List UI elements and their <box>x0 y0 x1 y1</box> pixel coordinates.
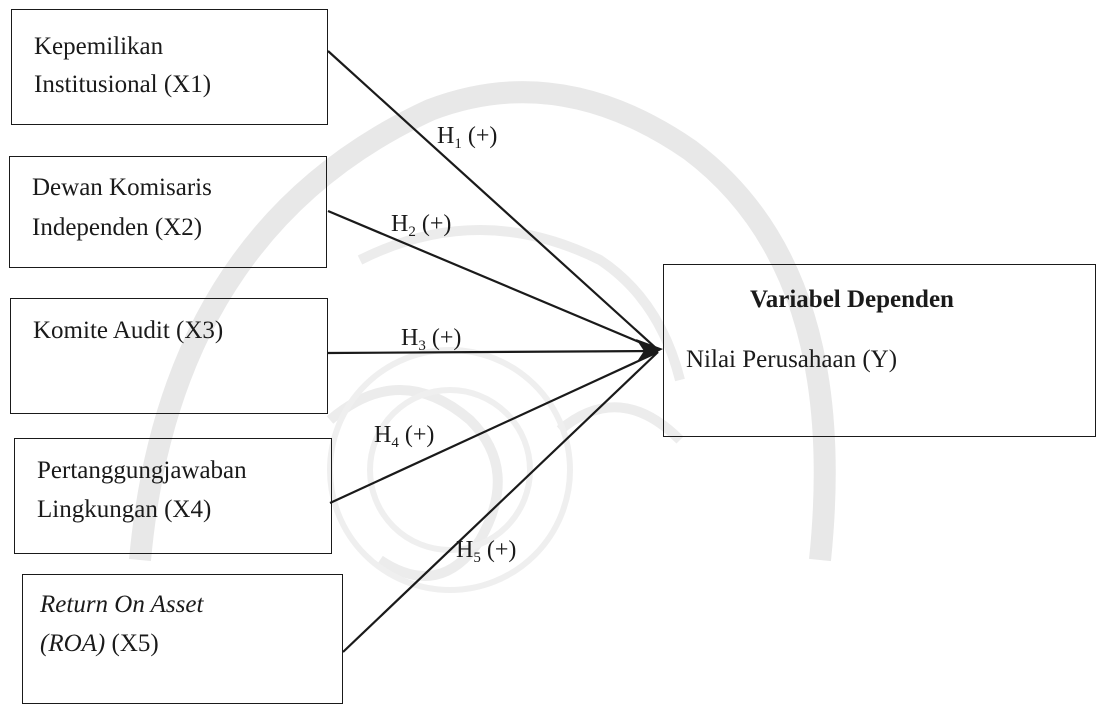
h4-letter: H <box>374 422 392 448</box>
arrow-h2 <box>327 209 659 352</box>
x4-line1: Pertanggungjawaban <box>37 457 247 484</box>
h1-sign: (+) <box>461 123 498 149</box>
h5-sign: (+) <box>480 537 517 563</box>
watermark-seal-icon <box>129 81 836 593</box>
x3-line1: Komite Audit (X3) <box>33 317 224 344</box>
x5-line2-italic: (ROA) <box>40 630 106 657</box>
x5-line2-rest: (X5) <box>105 630 159 657</box>
conceptual-framework-diagram: Kepemilikan Institusional (X1) Dewan Kom… <box>9 9 1096 704</box>
h2-sub: 2 <box>408 224 416 240</box>
hypothesis-label-h5: H5 (+) <box>456 536 516 572</box>
h2-letter: H <box>391 211 409 237</box>
x4-line2: Lingkungan (X4) <box>37 496 212 523</box>
arrow-h4 <box>329 351 659 504</box>
h5-sub: 5 <box>473 550 481 566</box>
x5-line1: Return On Asset <box>40 591 204 618</box>
x2-line2: Independen (X2) <box>32 214 203 241</box>
x1-line1: Kepemilikan <box>34 33 164 60</box>
dependent-label: Nilai Perusahaan (Y) <box>686 346 898 373</box>
h1-sub: 1 <box>454 136 462 152</box>
arrow-h5 <box>342 351 659 653</box>
dependent-title: Variabel Dependen <box>750 286 954 313</box>
h3-sub: 3 <box>418 338 426 354</box>
box-x3-komite-audit: Komite Audit (X3) <box>10 298 328 414</box>
hypothesis-label-h2: H2 (+) <box>391 210 451 246</box>
hypothesis-label-h3: H3 (+) <box>401 324 461 360</box>
h2-sign: (+) <box>415 211 452 237</box>
box-dependent-variable: Variabel Dependen Nilai Perusahaan (Y) <box>663 264 1096 437</box>
hypothesis-label-h4: H4 (+) <box>374 421 434 457</box>
hypothesis-label-h1: H1 (+) <box>437 122 497 158</box>
arrow-layer <box>327 50 663 653</box>
arrowhead-icon <box>636 339 663 363</box>
x1-line2: Institusional (X1) <box>34 71 212 98</box>
x5-line2: (ROA) (X5) <box>40 625 159 663</box>
box-x5-return-on-asset: Return On Asset (ROA) (X5) <box>22 574 343 704</box>
h3-letter: H <box>401 325 419 351</box>
arrow-h3 <box>327 349 659 355</box>
box-x1-kepemilikan-institusional: Kepemilikan Institusional (X1) <box>11 9 328 125</box>
h5-letter: H <box>456 537 474 563</box>
h4-sub: 4 <box>391 435 399 451</box>
box-x2-dewan-komisaris-independen: Dewan Komisaris Independen (X2) <box>9 156 327 268</box>
arrow-h1 <box>327 50 659 351</box>
x2-line1: Dewan Komisaris <box>32 174 212 201</box>
h1-letter: H <box>437 123 455 149</box>
box-x4-pertanggungjawaban-lingkungan: Pertanggungjawaban Lingkungan (X4) <box>14 438 332 554</box>
h3-sign: (+) <box>425 325 462 351</box>
h4-sign: (+) <box>398 422 435 448</box>
